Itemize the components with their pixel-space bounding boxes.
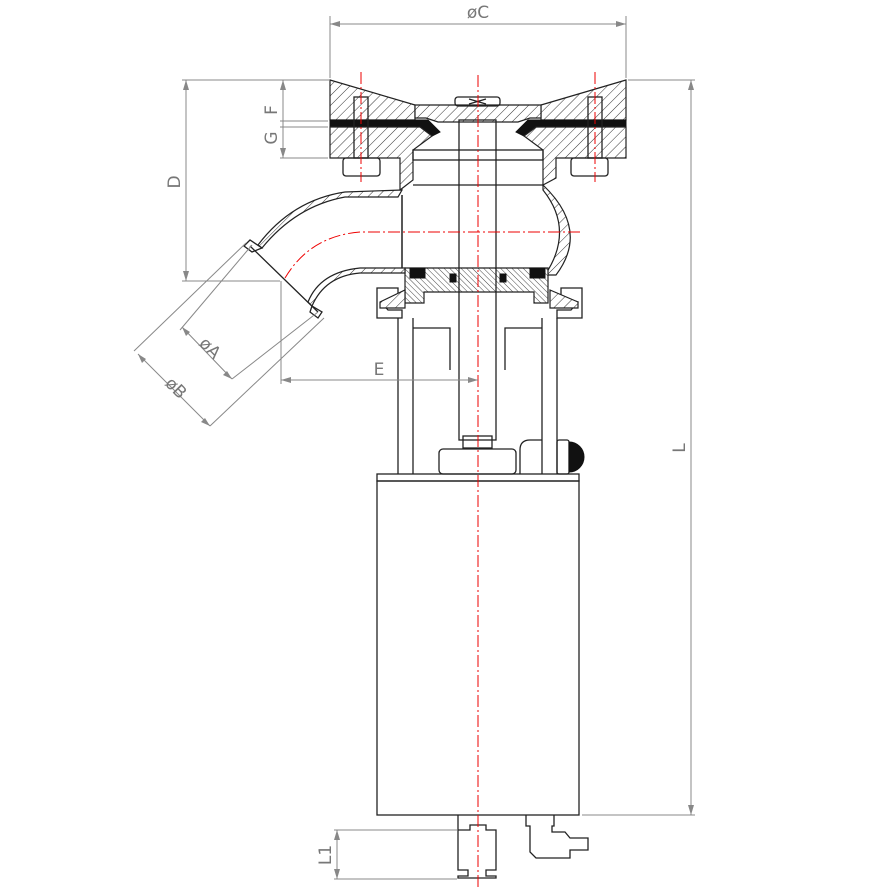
top-flange: [329, 79, 627, 192]
dim-label-l: L: [670, 443, 690, 453]
yoke: [397, 318, 585, 475]
air-fitting: [525, 815, 589, 859]
elbow-outlet: [243, 189, 406, 319]
dim-label-dia-a: øA: [195, 334, 225, 364]
dim-label-e: E: [374, 360, 385, 380]
dim-label-dia-c: øC: [467, 3, 489, 23]
dim-label-d: D: [165, 175, 185, 188]
dim-label-l1: L1: [316, 845, 336, 865]
centerlines: [284, 72, 596, 888]
actuator-cylinder: [376, 473, 589, 879]
bottom-connector: [457, 815, 497, 879]
dim-label-g: G: [262, 131, 282, 144]
dim-label-dia-b: øB: [161, 374, 191, 404]
dim-label-f: F: [262, 105, 282, 115]
